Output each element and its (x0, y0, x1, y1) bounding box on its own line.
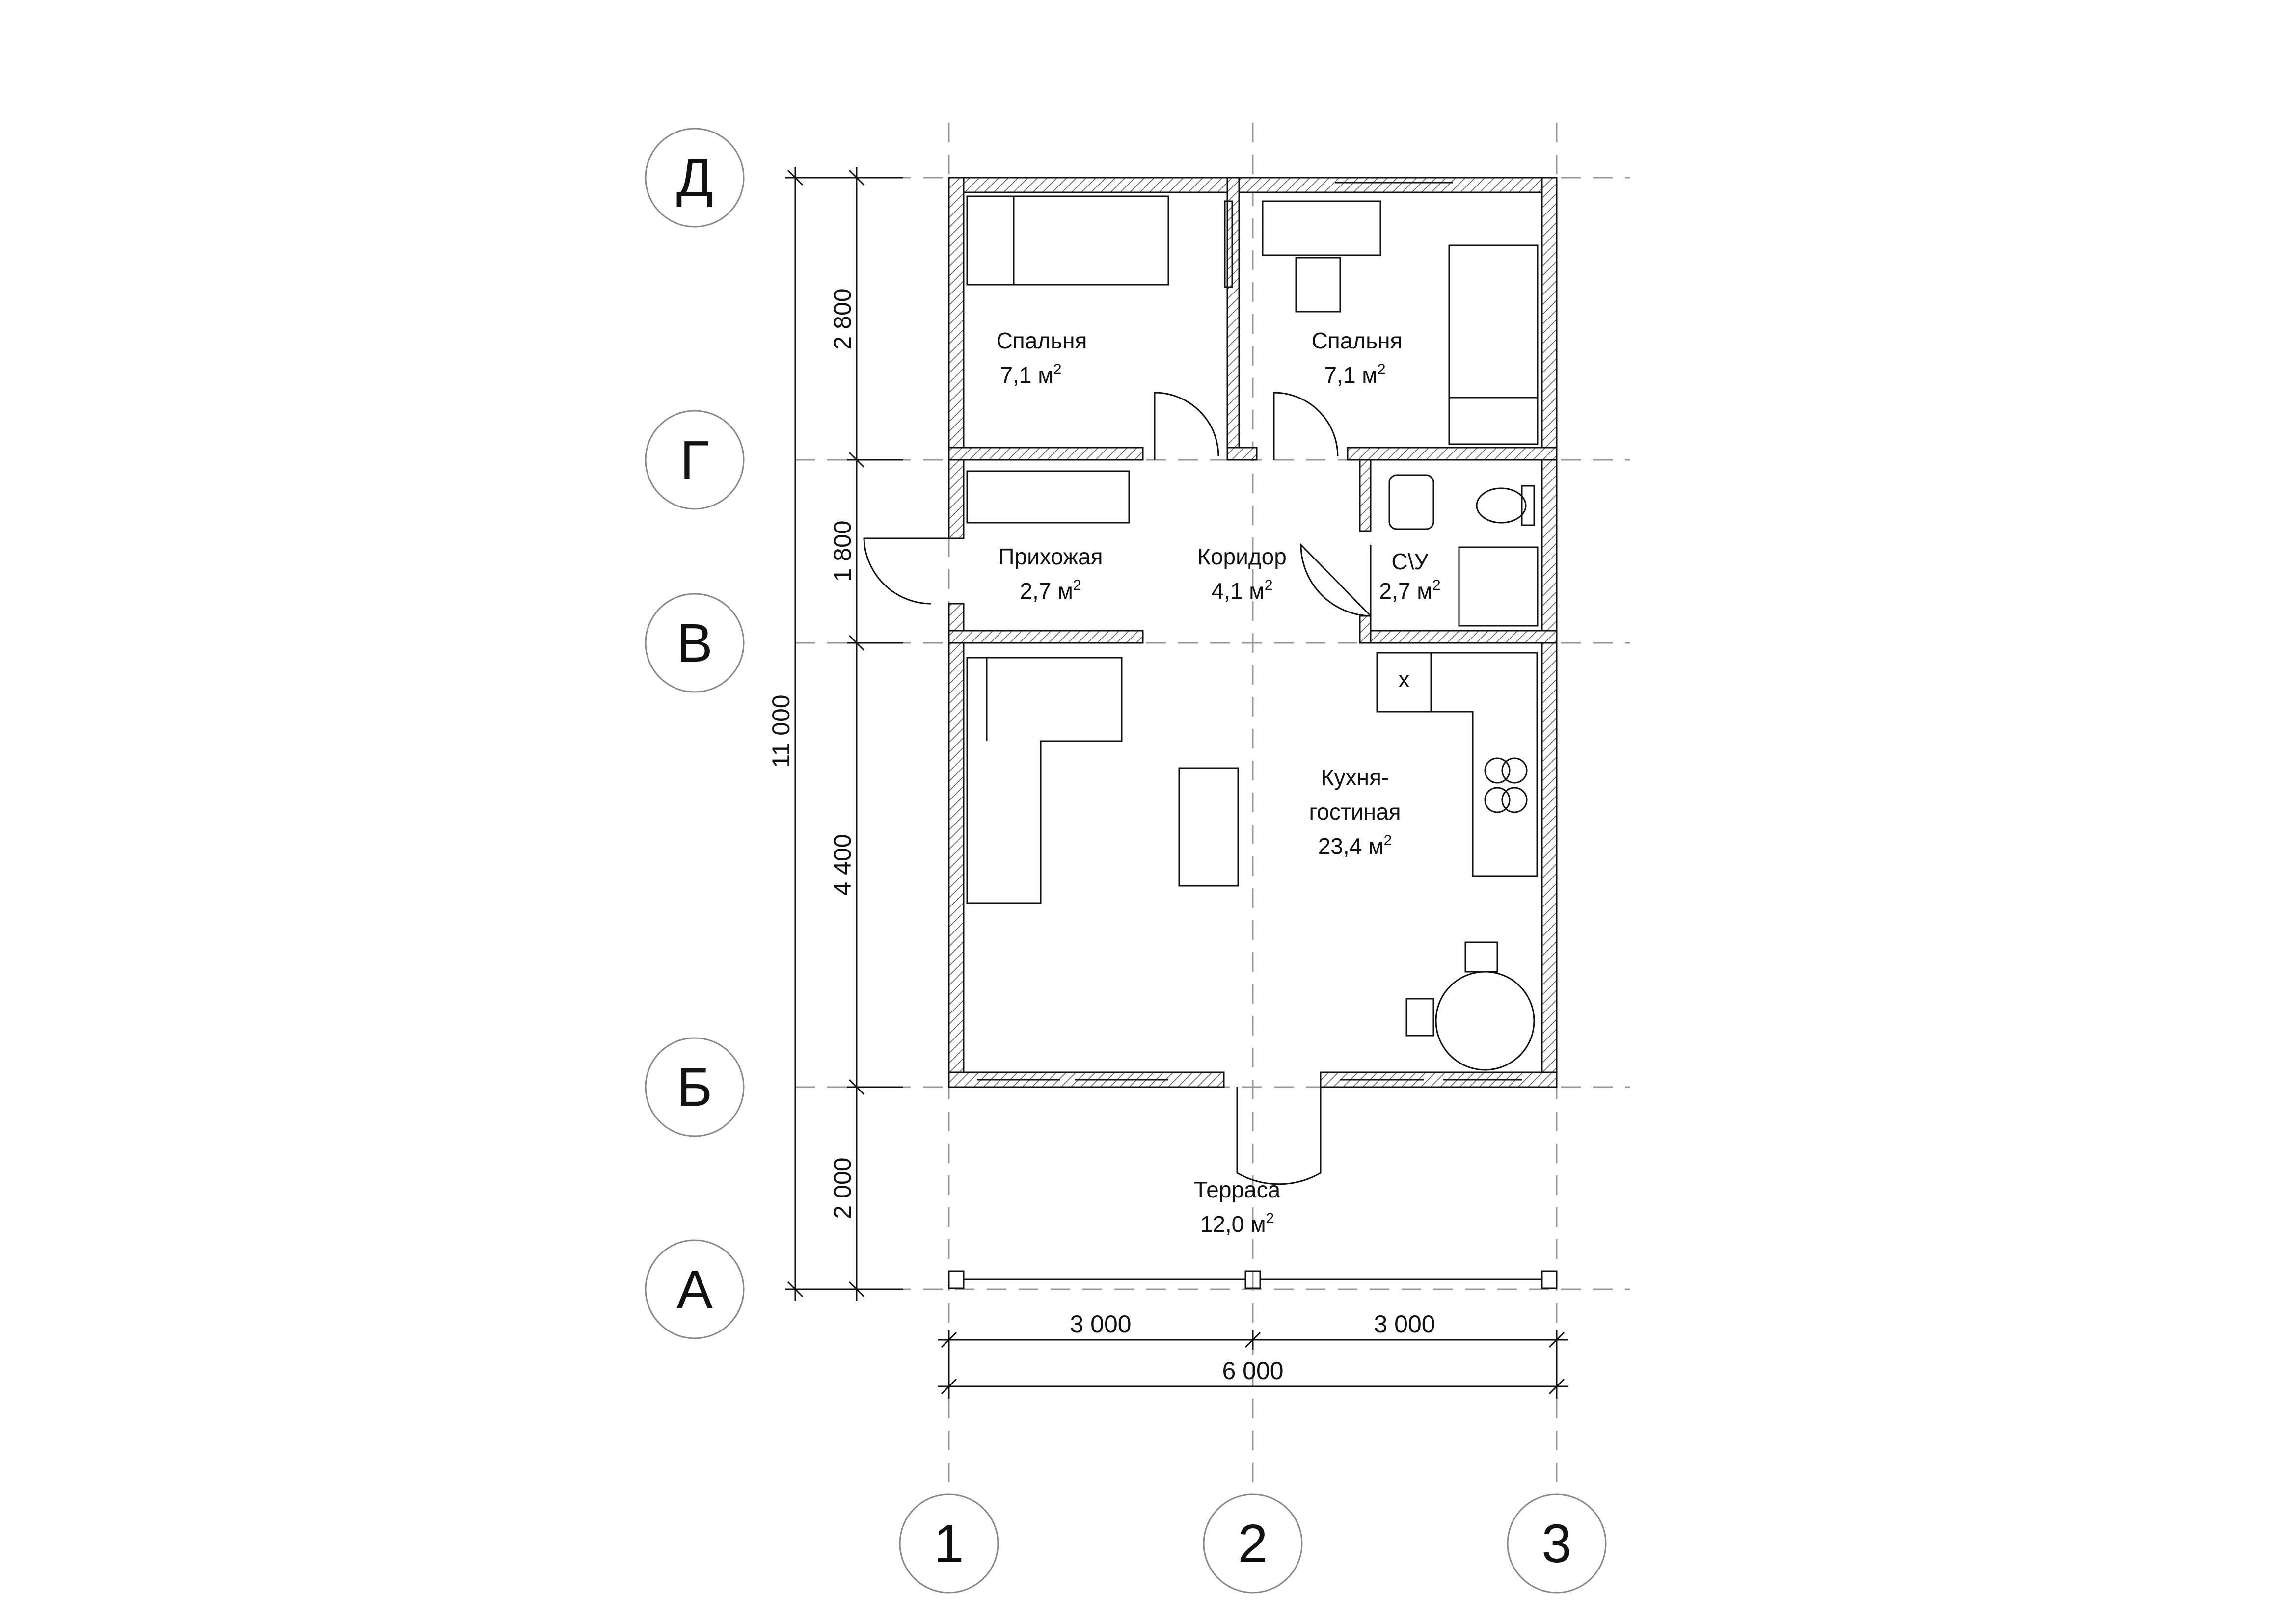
axis-label-g: Г (680, 430, 709, 490)
axis-row-b: Б (645, 1037, 745, 1137)
room-area-bathroom: 2,7 м2 (1379, 577, 1440, 604)
room-area-bedroom-2: 7,1 м2 (1324, 361, 1385, 388)
appliance-mark: x (1399, 666, 1410, 692)
axis-col-2: 2 (1203, 1493, 1303, 1594)
axis-col-3: 3 (1507, 1493, 1607, 1594)
axis-row-v: В (645, 593, 745, 693)
vertical-dimensions (785, 167, 903, 1301)
horizontal-dimensions (938, 1330, 1568, 1399)
dim-vertical-1: 2 800 (829, 288, 856, 349)
axis-row-g: Г (645, 410, 745, 510)
axis-label-a: А (676, 1259, 713, 1320)
room-area-hallway: 2,7 м2 (1020, 577, 1081, 604)
row-axis-markers: Д Г В Б А (645, 128, 745, 1339)
room-name-terrace: Терраса (1194, 1177, 1281, 1202)
dim-horizontal-total: 6 000 (1222, 1357, 1283, 1384)
room-name-bedroom-1: Спальня (997, 328, 1087, 353)
axis-label-b: Б (677, 1057, 712, 1117)
room-name-hallway: Прихожая (998, 544, 1103, 569)
dim-vertical-3: 4 400 (829, 834, 856, 895)
dim-vertical-2: 1 800 (829, 520, 856, 582)
room-name-bedroom-2: Спальня (1312, 328, 1403, 353)
room-area-terrace: 12,0 м2 (1200, 1210, 1274, 1237)
room-area-kitchen: 23,4 м2 (1318, 832, 1392, 859)
room-name-kitchen-2: гостиная (1309, 799, 1401, 825)
dim-horizontal-2: 3 000 (1374, 1310, 1435, 1338)
axis-label-d: Д (676, 148, 713, 208)
room-name-kitchen-1: Кухня- (1321, 765, 1389, 790)
axis-label-1: 1 (934, 1514, 964, 1574)
room-area-corridor: 4,1 м2 (1211, 577, 1272, 604)
room-name-corridor: Коридор (1197, 544, 1287, 569)
dim-horizontal-1: 3 000 (1070, 1310, 1131, 1338)
furniture (948, 182, 1558, 1289)
axis-label-v: В (676, 613, 712, 673)
dim-vertical-total: 11 000 (767, 694, 795, 768)
doors (863, 392, 1372, 1185)
dim-vertical-4: 2 000 (829, 1157, 856, 1219)
axis-row-d: Д (645, 128, 745, 228)
axis-label-2: 2 (1238, 1514, 1268, 1574)
room-name-bathroom: С\У (1391, 549, 1429, 574)
room-area-bedroom-1: 7,1 м2 (1000, 361, 1061, 388)
axis-label-3: 3 (1541, 1514, 1571, 1574)
walls (948, 177, 1558, 1088)
col-axis-markers: 1 2 3 (899, 1493, 1607, 1594)
axis-row-a: А (645, 1239, 745, 1339)
axis-col-1: 1 (899, 1493, 999, 1594)
room-labels: Спальня 7,1 м2 Спальня 7,1 м2 Прихожая 2… (997, 328, 1441, 1237)
